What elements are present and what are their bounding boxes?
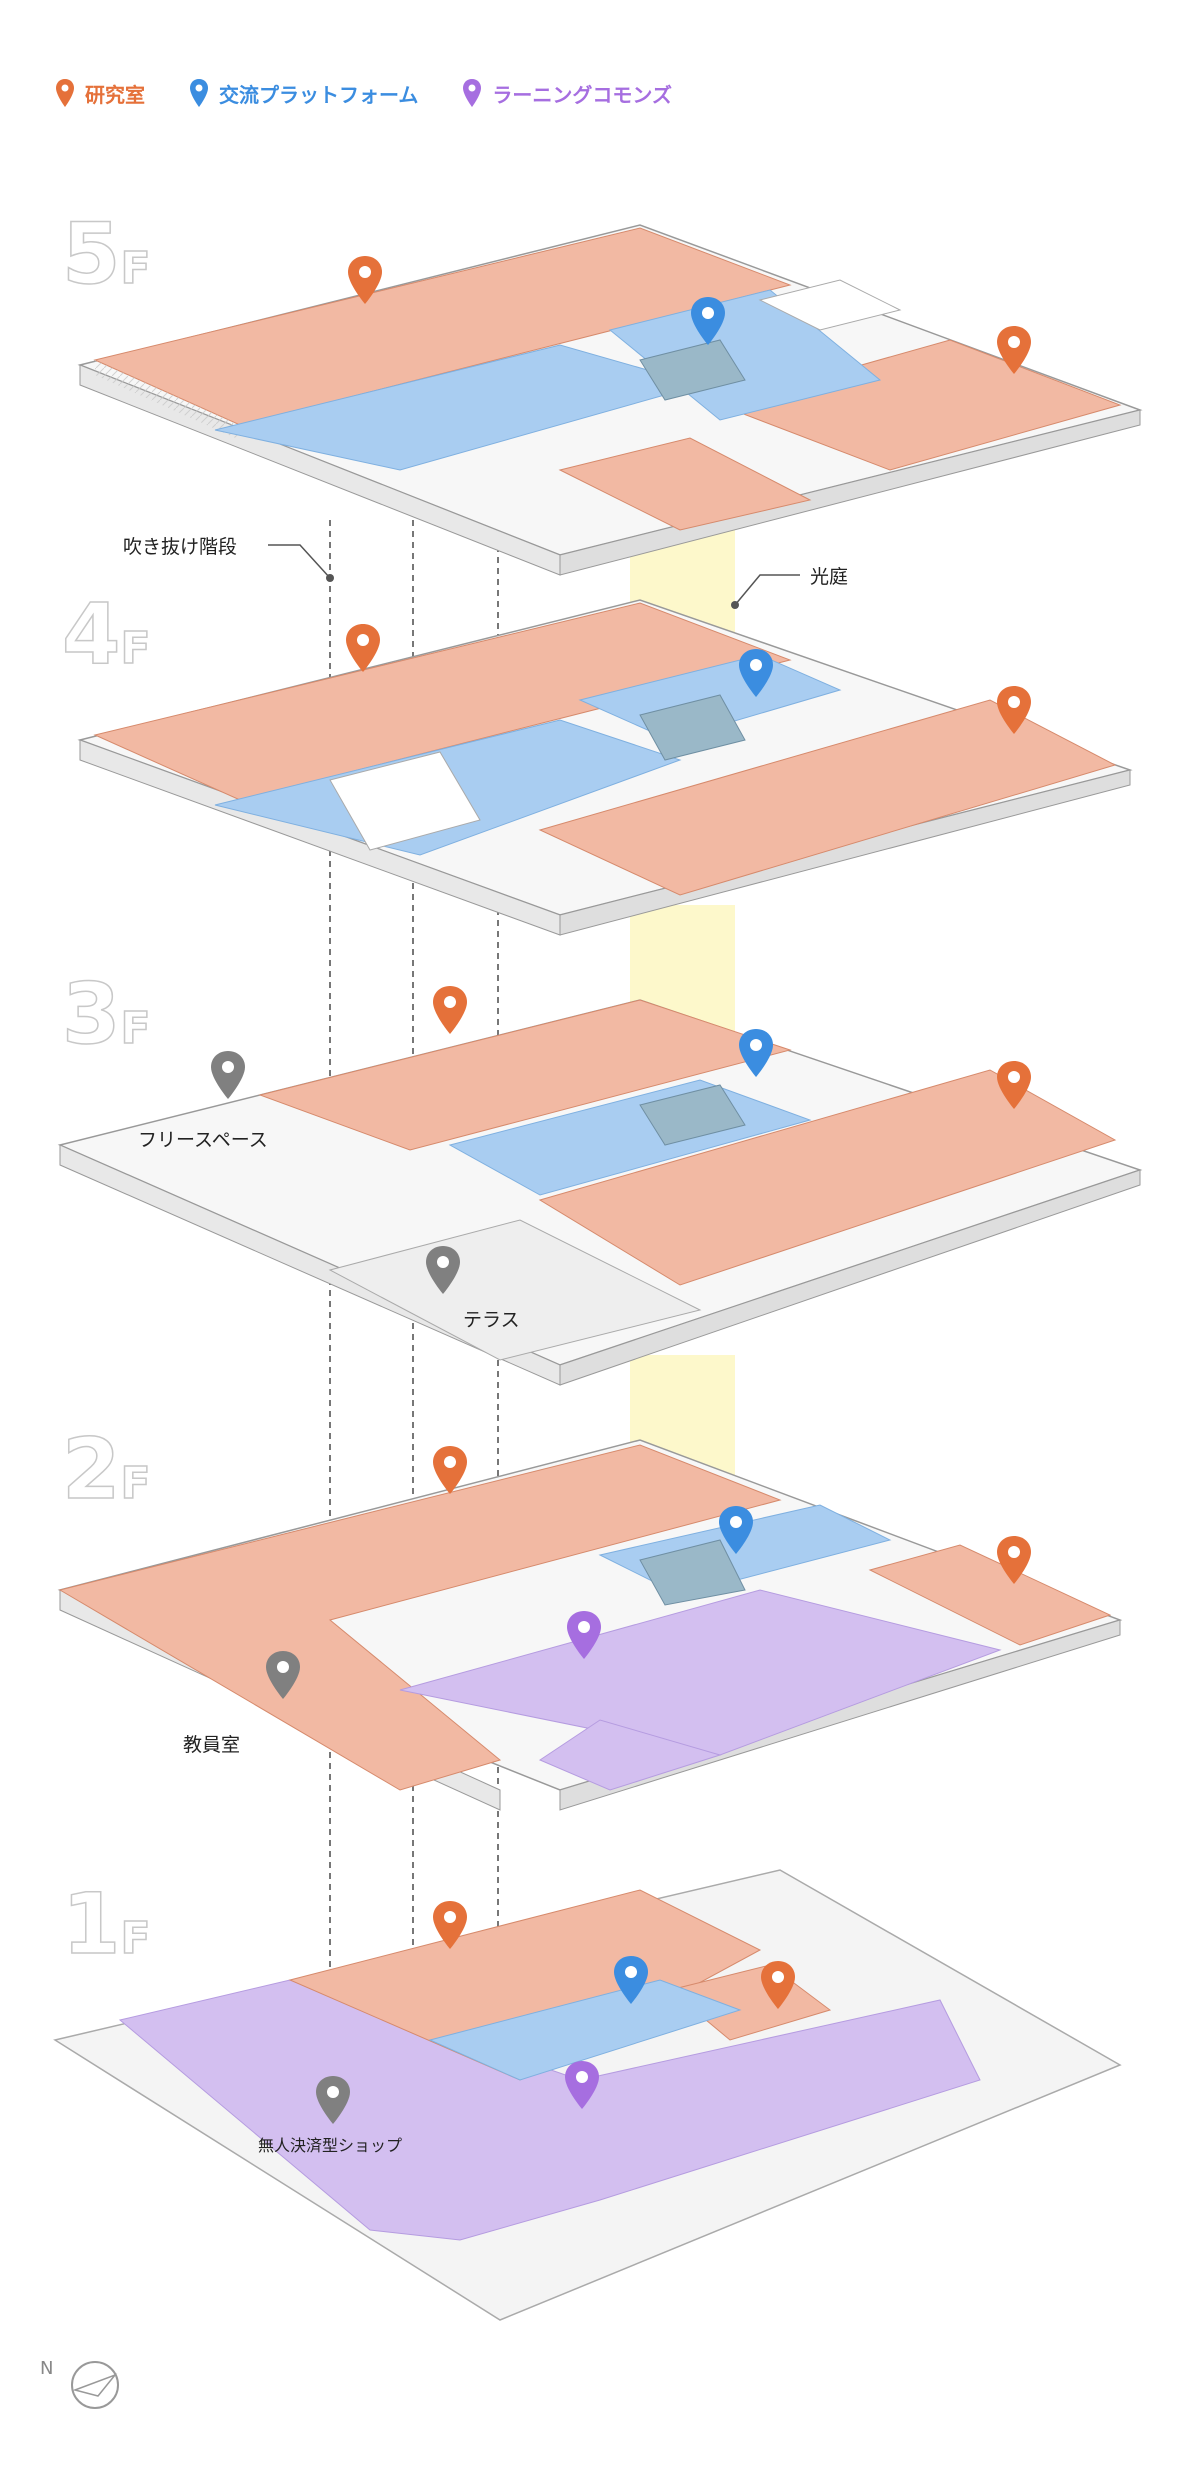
floor-label-4f: 4F bbox=[61, 584, 151, 684]
floor-5f-plate bbox=[77, 224, 1143, 576]
floor-label-3f: 3F bbox=[61, 964, 151, 1064]
compass-north-label: N bbox=[40, 2358, 54, 2379]
floor-label-1f: 1F bbox=[61, 1874, 151, 1974]
legend-label-research: 研究室 bbox=[85, 82, 145, 107]
leader-lines bbox=[268, 544, 800, 609]
floor-3f-plate bbox=[57, 999, 1143, 1386]
map-pin-icon bbox=[190, 79, 208, 107]
compass-icon bbox=[71, 2361, 119, 2409]
floor-label-5f: 5F bbox=[61, 204, 151, 304]
callout-stair: 吹き抜け階段 bbox=[123, 536, 238, 558]
legend-label-exchange: 交流プラットフォーム bbox=[219, 82, 419, 107]
research-pin-icon bbox=[346, 624, 380, 672]
legend-label-commons: ラーニングコモンズ bbox=[492, 82, 673, 107]
callout-terrace: テラス bbox=[463, 1309, 520, 1331]
floor-4f-plate bbox=[77, 599, 1133, 936]
legend-item-exchange: 交流プラットフォーム bbox=[189, 78, 418, 108]
map-pin-icon bbox=[463, 79, 482, 107]
map-pin-icon bbox=[56, 79, 74, 107]
callout-lightwell: 光庭 bbox=[810, 566, 849, 588]
callout-freespace: フリースペース bbox=[138, 1129, 268, 1151]
floor-label-2f: 2F bbox=[61, 1419, 151, 1519]
legend-item-commons: ラーニングコモンズ bbox=[462, 78, 672, 108]
callout-shop: 無人決済型ショップ bbox=[258, 2136, 403, 2155]
freespace-pin-icon bbox=[211, 1051, 245, 1099]
legend: 研究室 交流プラットフォーム ラーニングコモンズ bbox=[55, 78, 672, 108]
research-pin-icon bbox=[433, 986, 467, 1034]
callout-staffroom: 教員室 bbox=[183, 1734, 241, 1756]
legend-item-research: 研究室 bbox=[55, 78, 145, 108]
